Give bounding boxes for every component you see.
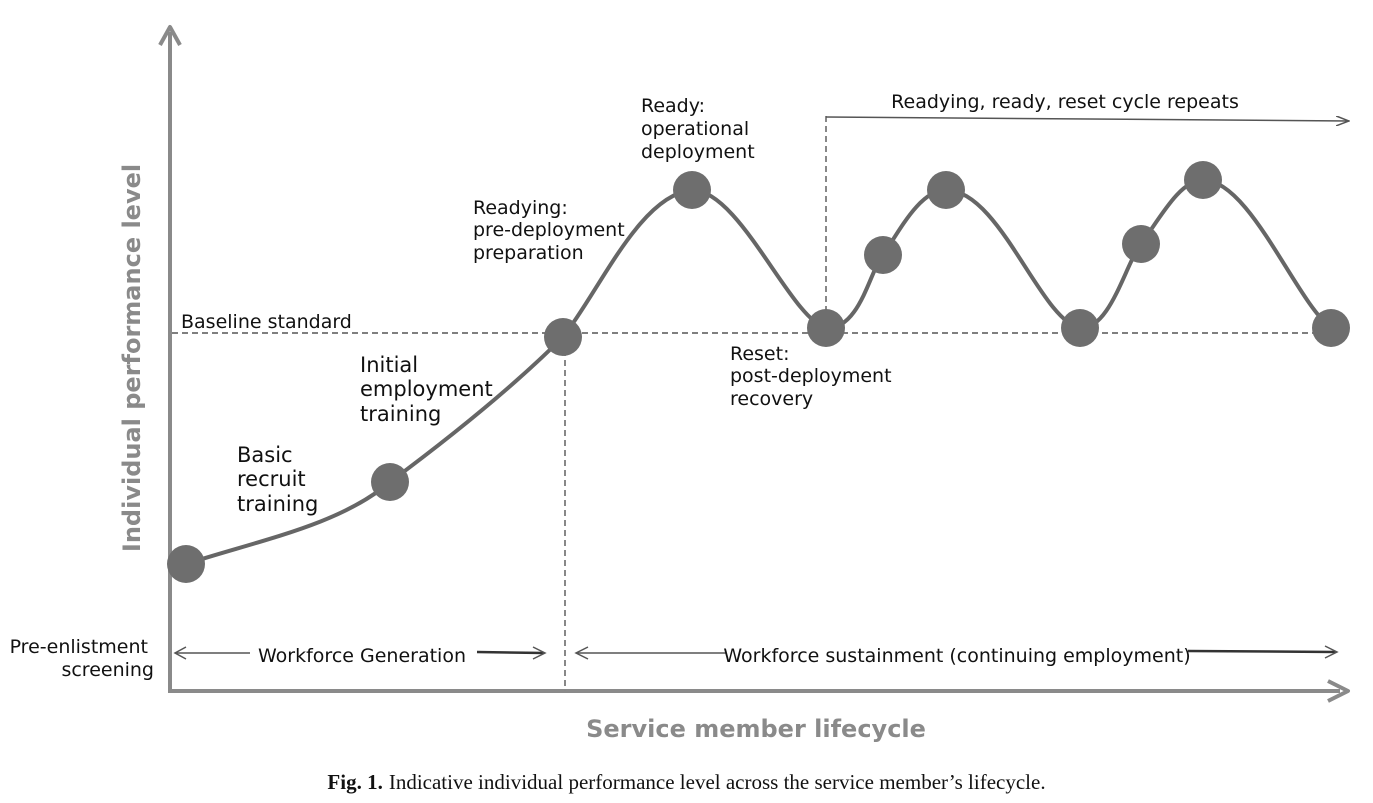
node-ready-1 [673, 171, 711, 209]
label-ready: Ready: operational deployment [641, 95, 755, 163]
node-pre-enlistment [167, 545, 205, 583]
axes [158, 25, 1350, 703]
node-reset-2 [1061, 309, 1099, 347]
label-basic-training: Basic recruit training [237, 443, 318, 516]
figure-caption: Fig. 1.Indicative individual performance… [0, 770, 1373, 795]
workforce-generation-span: Workforce Generation [173, 645, 547, 667]
workforce-sustainment-span: Workforce sustainment (continuing employ… [574, 645, 1339, 667]
x-axis-arrowhead [1327, 679, 1350, 703]
label-pre-enlistment: Pre-enlistment screening [10, 636, 154, 681]
node-baseline-reached [544, 318, 582, 356]
node-reset-1 [807, 309, 845, 347]
baseline-label: Baseline standard [181, 311, 352, 333]
node-ready-2 [927, 171, 965, 209]
cycle-arrow [825, 117, 1349, 121]
x-axis-title: Service member lifecycle [586, 715, 926, 743]
node-basic-training [371, 463, 409, 501]
workforce-sustainment-label: Workforce sustainment (continuing employ… [723, 645, 1190, 667]
caption-label: Fig. 1. [327, 770, 383, 794]
y-axis-arrowhead [158, 25, 182, 46]
node-reset-3 [1312, 309, 1350, 347]
node-readying-2 [864, 236, 902, 274]
curve-nodes [167, 161, 1350, 583]
node-readying-3 [1122, 225, 1160, 263]
label-reset: Reset: post-deployment recovery [730, 343, 898, 410]
label-initial-employment: Initial employment training [360, 353, 499, 426]
caption-text: Indicative individual performance level … [388, 770, 1046, 794]
cycle-label: Readying, ready, reset cycle repeats [891, 91, 1239, 113]
workforce-generation-label: Workforce Generation [258, 645, 466, 667]
label-readying: Readying: pre-deployment preparation [473, 197, 631, 264]
node-ready-3 [1184, 161, 1222, 199]
y-axis-title: Individual performance level [118, 164, 146, 552]
